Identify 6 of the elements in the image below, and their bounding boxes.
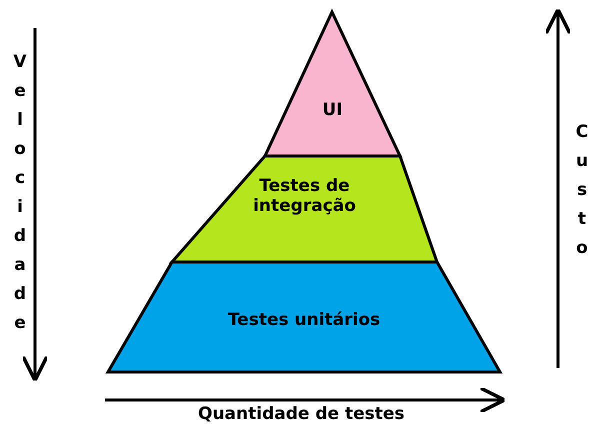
tier-label: Testes de integração — [252, 176, 357, 216]
tier-label: Testes unitários — [226, 310, 382, 330]
axis-label: Velocidade — [10, 52, 30, 342]
axis-label: Custo — [572, 122, 592, 267]
axis-label: Quantidade de testes — [198, 404, 405, 424]
tier-label: UI — [321, 100, 344, 120]
